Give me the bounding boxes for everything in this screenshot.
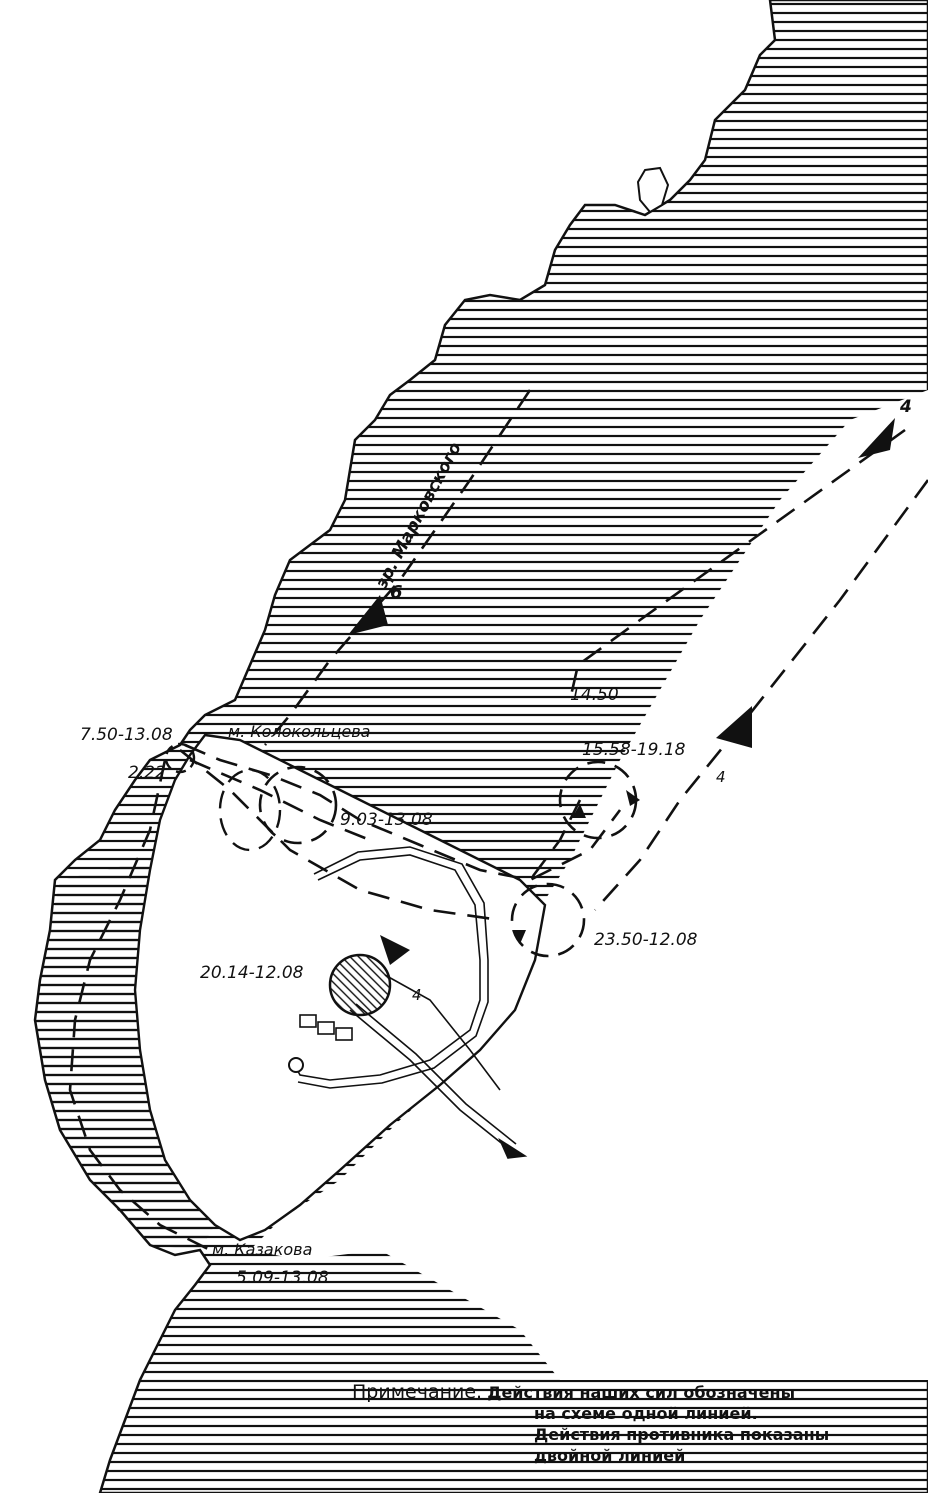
note-line-4: двойной линией [534,1446,686,1465]
label-cape-kazakova: м. Казакова [212,1240,312,1259]
enemy-position [328,953,392,1017]
note-line-1: Действия наших сил обозначены [487,1383,796,1402]
circle-23-50 [510,882,586,958]
label-time-6: 23.50-12.08 [594,930,698,950]
lake [636,166,670,214]
arrow-mid-4 [716,706,752,748]
label-four-low: 4 [412,986,422,1004]
arrow-low-4 [380,935,410,965]
label-four-top: 4 [899,397,912,417]
label-time-3: 9.03-13.08 [340,810,433,830]
note-line-3: Действия противника показаны [534,1425,830,1444]
label-six: 6 [390,582,403,603]
label-time-2: 2.22 [128,763,166,783]
note-line-2: на схеме одной линией. [534,1404,758,1423]
arrow-six [348,595,388,635]
enemy-tracks [292,846,528,1159]
arrow-small-2 [572,804,586,818]
label-time-7: 20.14-12.08 [200,963,304,983]
label-cape-kolokoltseva: м. Колокольцева [228,722,370,741]
label-time-8: 5.09-13.08 [236,1268,329,1288]
label-four-mid: 4 [716,768,726,786]
map-note: Примечание. Действия наших сил обозначен… [352,1382,928,1466]
arrow-top-4 [858,418,895,458]
ellipse-west [218,768,282,852]
west-shore [35,860,215,1250]
arrow-small-3 [512,930,526,944]
arrow-small-1 [626,790,640,806]
note-title: Примечание. [352,1381,483,1403]
ship-symbol [299,1014,353,1041]
circle-9-03 [258,765,338,845]
label-time-5: 15.58-19.18 [582,740,686,760]
label-time-4: 14.50 [570,685,619,705]
label-time-1: 7.50-13.08 [80,725,173,745]
circle-kolokoltseva [164,742,196,774]
enemy-point [288,1057,304,1073]
sea-east [250,390,928,1380]
